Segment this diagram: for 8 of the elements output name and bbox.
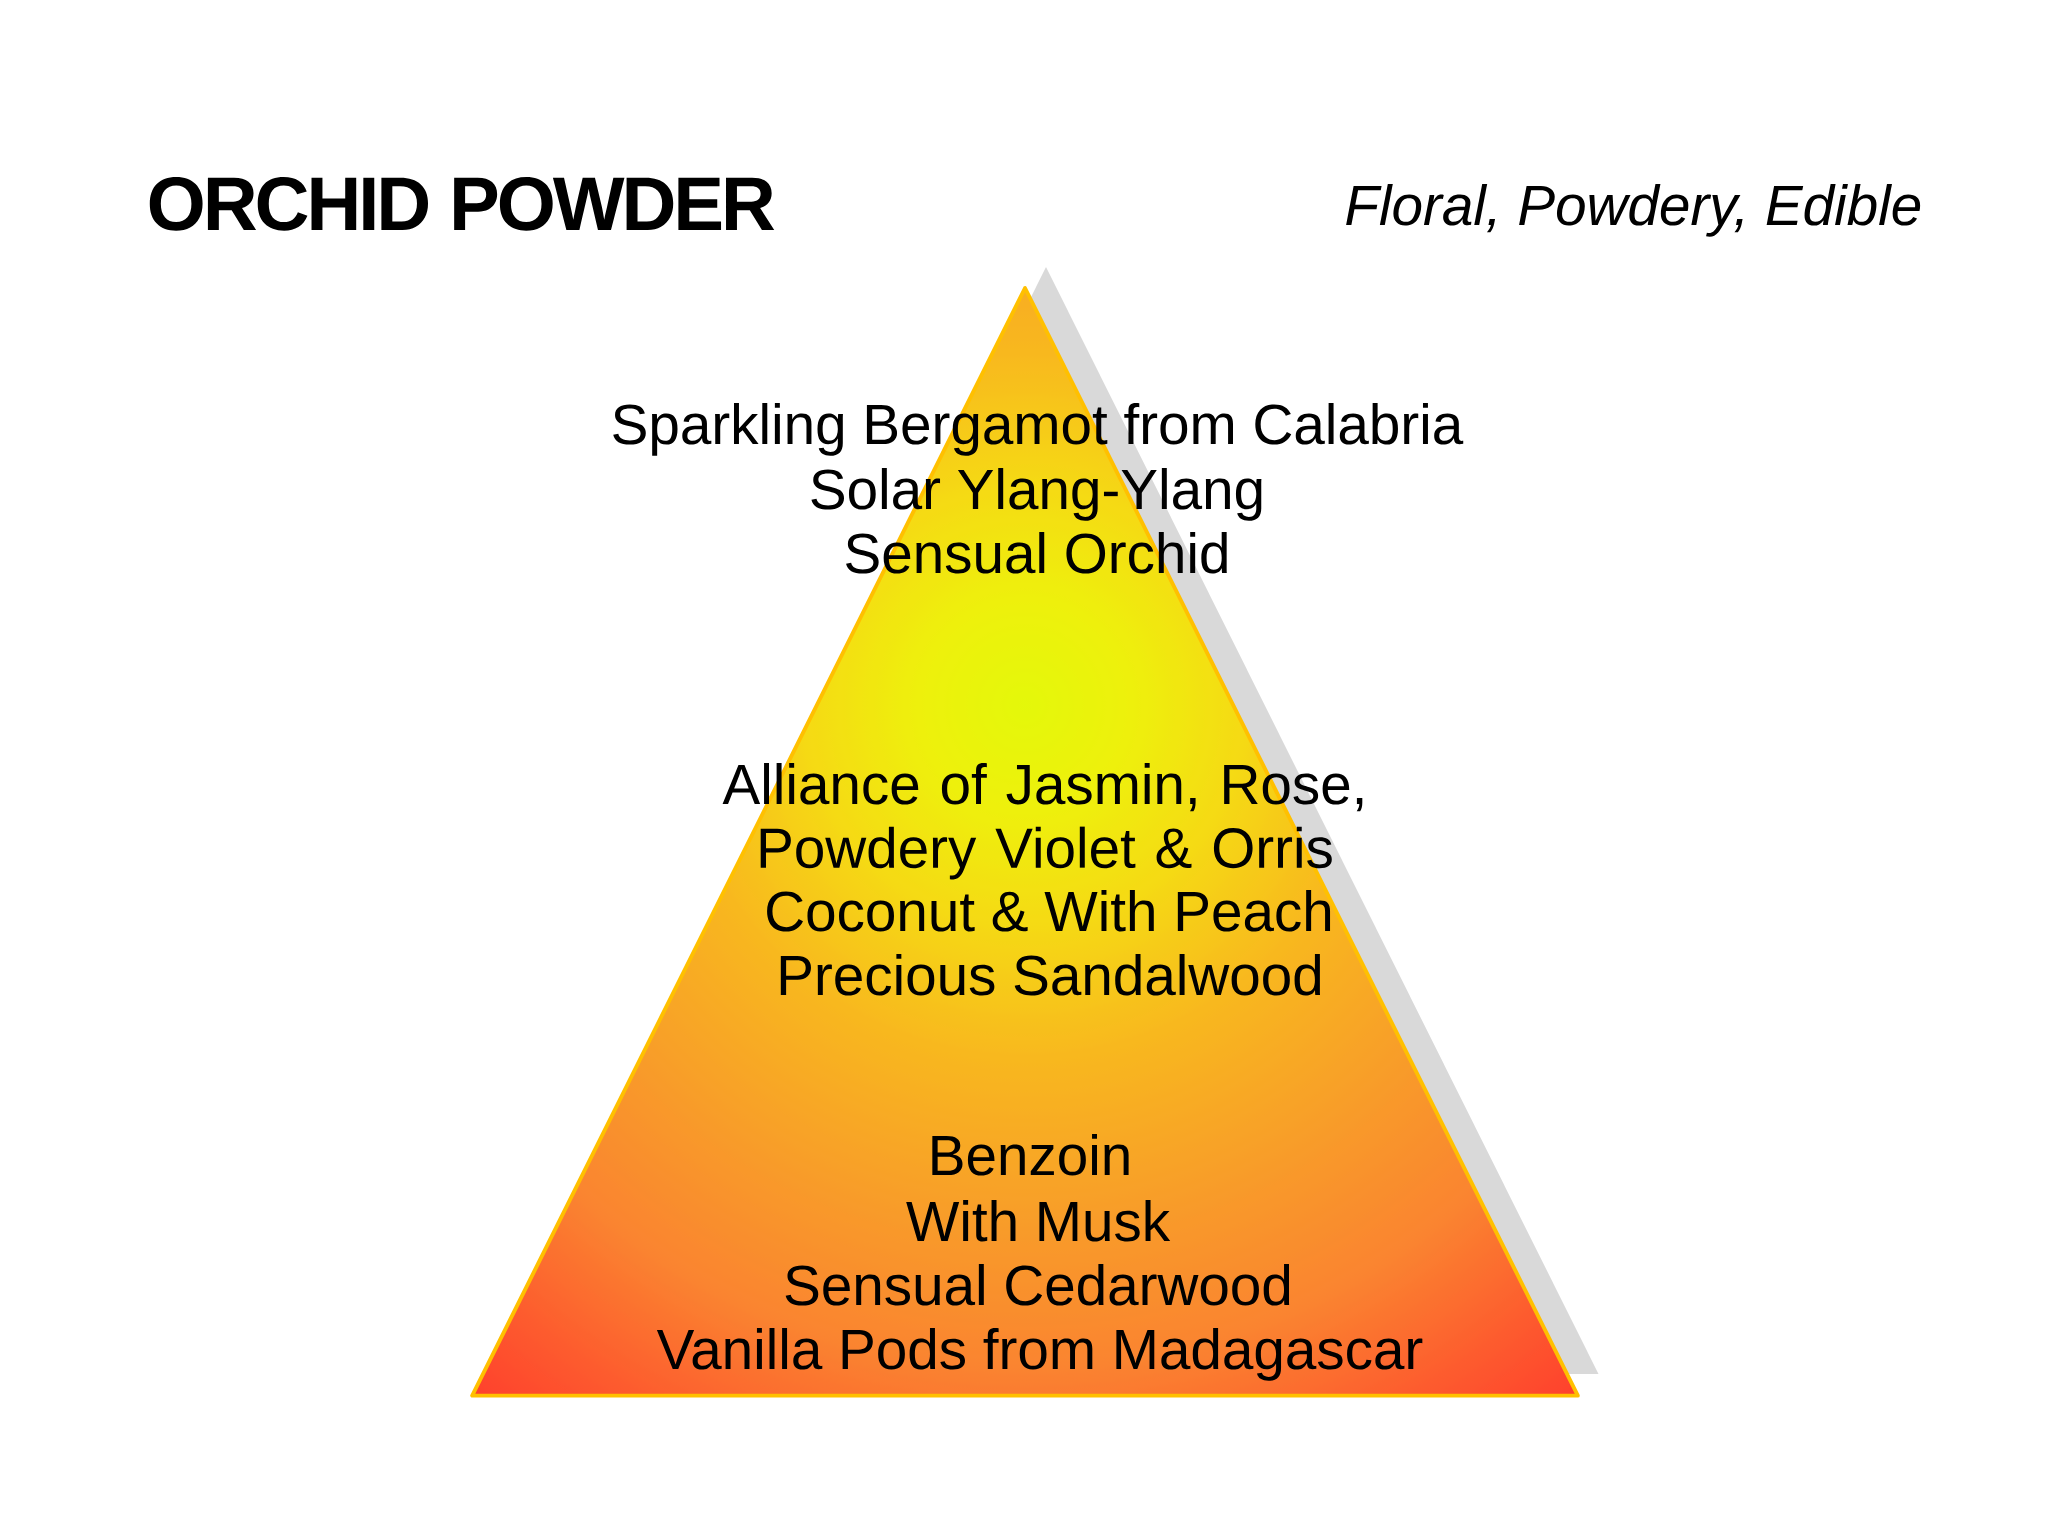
note-text: Benzoin <box>932 1134 1129 1176</box>
note-text: Precious Sandalwood <box>780 954 1321 996</box>
note-text: Sensual Cedarwood <box>785 1264 1290 1306</box>
title: ORCHID POWDER <box>149 177 775 231</box>
note-text: Vanilla Pods from Madagascar <box>656 1328 1423 1381</box>
note-text: Coconut & With Peach <box>767 890 1331 932</box>
note-text: With Musk <box>906 1200 1171 1242</box>
subtitle: Floral, Powdery, Edible <box>1346 183 1921 237</box>
